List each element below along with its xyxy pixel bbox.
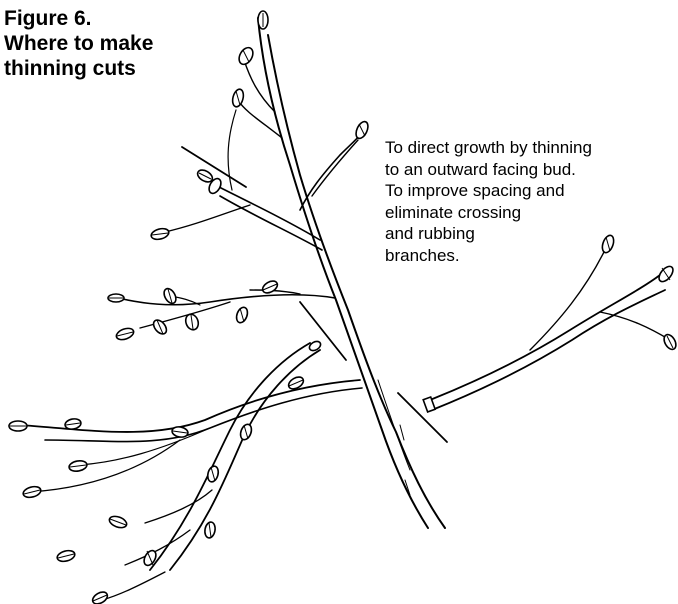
leaf (600, 234, 616, 254)
leaf (91, 590, 110, 604)
leaf (56, 549, 76, 563)
upper-left-branches (165, 60, 322, 250)
leaf (236, 45, 255, 67)
leaf (231, 88, 245, 108)
leaf (115, 326, 135, 342)
leaf (22, 485, 42, 499)
leaf (171, 426, 188, 439)
leaf (68, 460, 87, 473)
leaf (261, 279, 280, 296)
upper-right-branch (300, 135, 360, 210)
leaf (258, 11, 268, 29)
middle-left-branch (118, 290, 335, 328)
leaf (108, 294, 124, 302)
main-trunk (258, 18, 445, 528)
leaf (656, 264, 675, 284)
leaf (9, 421, 27, 431)
leaf (162, 287, 179, 306)
cut-marks (182, 147, 447, 442)
leaf (235, 306, 250, 324)
leaf (150, 227, 170, 241)
cut-mark-right (398, 393, 447, 442)
leaf (108, 514, 128, 530)
leaf (64, 418, 81, 431)
lower-left-branch (20, 380, 362, 492)
leaf (662, 333, 678, 352)
right-side-branch (423, 250, 670, 412)
leaf (204, 521, 217, 538)
leaf (354, 120, 371, 141)
leaf (239, 423, 254, 441)
leaf (206, 465, 220, 483)
leaves (9, 11, 678, 604)
